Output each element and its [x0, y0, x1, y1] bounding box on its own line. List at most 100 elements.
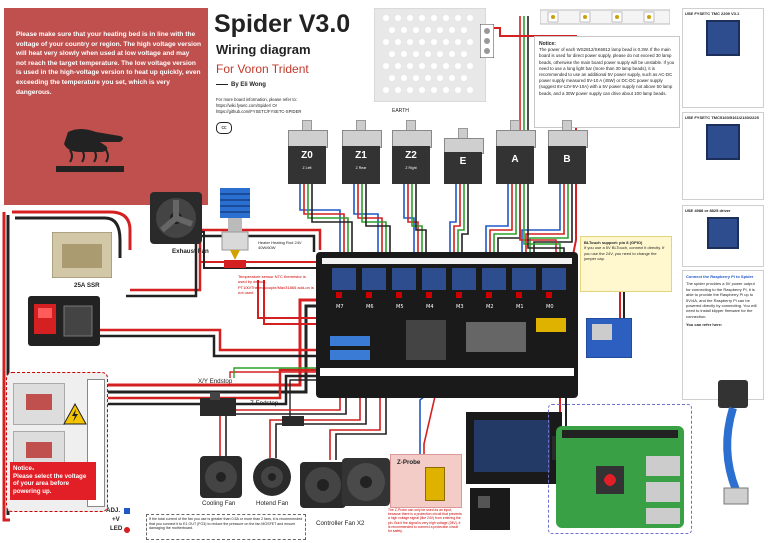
svg-text:M4: M4 — [426, 304, 434, 310]
heater-note: Heater Heating Rod 24V 40W/60W — [258, 240, 302, 251]
ssr-label: 25A SSR — [74, 282, 100, 289]
led-strip — [540, 9, 670, 25]
motor-body — [342, 146, 380, 184]
driver-chip-icon — [706, 20, 740, 57]
rpi-title: Connect the Raspberry Pi to Spider — [686, 274, 754, 279]
z-probe-label: Z-Probe — [397, 459, 421, 466]
motor-body — [444, 152, 482, 184]
svg-text:M6: M6 — [366, 304, 374, 310]
page-subtitle: Wiring diagram — [216, 42, 311, 57]
psu-adj-indicator — [124, 508, 130, 514]
psu-plus-v-label: +V — [112, 516, 120, 523]
motor-sublabel: Z Right — [405, 166, 417, 170]
motor-row: Z0 Z Left Z1 Z Rear Z2 Z Right E A B — [288, 120, 588, 192]
motor-label: B — [563, 154, 571, 165]
cooling-fan — [200, 456, 242, 498]
motor-e: E — [444, 128, 484, 184]
hotend-assembly — [220, 188, 250, 268]
psu-notice-text: Please select the voltage of your area b… — [13, 472, 87, 495]
fan-current-note: If the total current of the fan you use … — [146, 514, 306, 540]
thermistor-note: Temperature sensor NTC thermistor is use… — [238, 274, 314, 296]
xy-endstop — [200, 392, 236, 416]
driver-panel-tmc2209: USE FYSETC TMC 2209 V3.1 — [682, 8, 764, 108]
motor-a: A — [496, 120, 536, 184]
high-voltage-icon — [63, 403, 87, 425]
led-power-notice: Notice: The power of each WS2812/SK6812 … — [534, 36, 680, 128]
psu-vent — [13, 383, 65, 425]
svg-text:M7: M7 — [336, 304, 344, 310]
bltouch-note: BLTouch support: pin 8 (GPIO) If you use… — [580, 236, 672, 292]
cc-icon: cc — [216, 122, 232, 134]
author-line: By Eli Wong — [216, 82, 266, 88]
hotend-fan-label: Hotend Fan — [256, 500, 289, 507]
driver-panel-tmc5160: USE FYSETC TMC5160/5161/2130/2225 — [682, 112, 764, 200]
tmc5160-title: USE FYSETC TMC5160/5161/2130/2225 — [685, 115, 759, 120]
cooling-fan-label: Cooling Fan — [202, 500, 236, 507]
psu-switch-2 — [26, 442, 52, 458]
z-probe-note: The Z-Probe can only be used as an input… — [388, 508, 462, 534]
psu-notice-title: Notice₁ — [13, 465, 35, 472]
svg-text:M5: M5 — [396, 304, 404, 310]
controller-fan-label: Controller Fan X2 — [316, 520, 365, 527]
hotend-fan — [253, 458, 291, 496]
motor-body — [496, 146, 534, 184]
raspberry-pi-board — [556, 426, 684, 528]
page-subtitle-printer: For Voron Trident — [216, 62, 309, 76]
motor-label: A — [511, 154, 519, 165]
svg-text:M2: M2 — [486, 304, 494, 310]
motor-label: E — [459, 156, 467, 167]
ssr-relay — [52, 232, 112, 278]
motor-label: Z2 — [405, 150, 417, 161]
motor-sublabel: Z Left — [302, 166, 312, 170]
driver-sockets — [332, 268, 566, 290]
earth-terminal-icon — [480, 24, 494, 58]
svg-text:M1: M1 — [516, 304, 524, 310]
bltouch-text: If you use a 5V BLTouch, connect it dire… — [584, 245, 665, 262]
psu-switch — [26, 394, 52, 410]
exhaust-fan — [150, 192, 202, 244]
warning-text: Please make sure that your heating bed i… — [16, 31, 202, 96]
motor-z0: Z0 Z Left — [288, 120, 328, 184]
page-title: Spider V3.0 — [214, 10, 351, 38]
psu-voltage-notice: Notice₁ Please select the voltage of you… — [10, 462, 96, 500]
motor-body — [392, 146, 430, 184]
motor-label: Z0 — [301, 150, 313, 161]
svg-text:M0: M0 — [546, 304, 554, 310]
motor-b: B — [548, 120, 588, 184]
author-name: By Eli Wong — [231, 82, 266, 88]
motor-z1: Z1 Z Rear — [342, 120, 382, 184]
raspberry-pi-frame — [548, 404, 692, 534]
board-info-text: For more board information, please refer… — [216, 97, 302, 114]
bltouch-title: BLTouch support: pin 8 (GPIO) — [584, 240, 643, 245]
psu-adj-label: ADJ. — [106, 507, 121, 514]
license-badges: cc — [216, 122, 232, 134]
motor-body — [288, 146, 326, 184]
svg-text:M3: M3 — [456, 304, 464, 310]
driver-chip-icon — [707, 217, 739, 250]
z-endstop — [282, 416, 304, 426]
notice-text: The power of each WS2812/SK6812 lamp bea… — [539, 47, 675, 96]
psu-led-label: LED — [110, 525, 123, 532]
motor-sublabel: Z Rear — [355, 166, 367, 170]
exhaust-fan-label: Exhaust Fan — [172, 248, 209, 255]
motor-body — [548, 146, 586, 184]
tmc2209-title: USE FYSETC TMC 2209 V3.1 — [685, 11, 740, 16]
motor-label: Z1 — [355, 150, 367, 161]
rpi-connect-panel: Connect the Raspberry Pi to Spider The s… — [682, 270, 764, 400]
heated-bed — [374, 8, 486, 102]
controller-fans — [300, 458, 390, 508]
a4988-title: USE 4988 or 8825 driver — [685, 208, 731, 213]
bltouch-module — [586, 318, 632, 358]
rpi-text: The spider provides a 5V power output fo… — [686, 281, 757, 319]
driver-chip-icon — [706, 124, 740, 161]
z-probe-icon — [425, 467, 445, 501]
earth-label: EARTH — [392, 108, 409, 114]
heated-bed-warning-panel: Please make sure that your heating bed i… — [4, 8, 208, 205]
z-endstop-label: Z Endstop — [250, 400, 279, 407]
hand-heat-icon — [56, 129, 124, 172]
expansion-board — [470, 488, 510, 530]
z-probe-section: Z-Probe — [390, 454, 462, 508]
lcd-display — [466, 412, 562, 484]
rpi-refer: You can refer here: — [686, 322, 723, 328]
